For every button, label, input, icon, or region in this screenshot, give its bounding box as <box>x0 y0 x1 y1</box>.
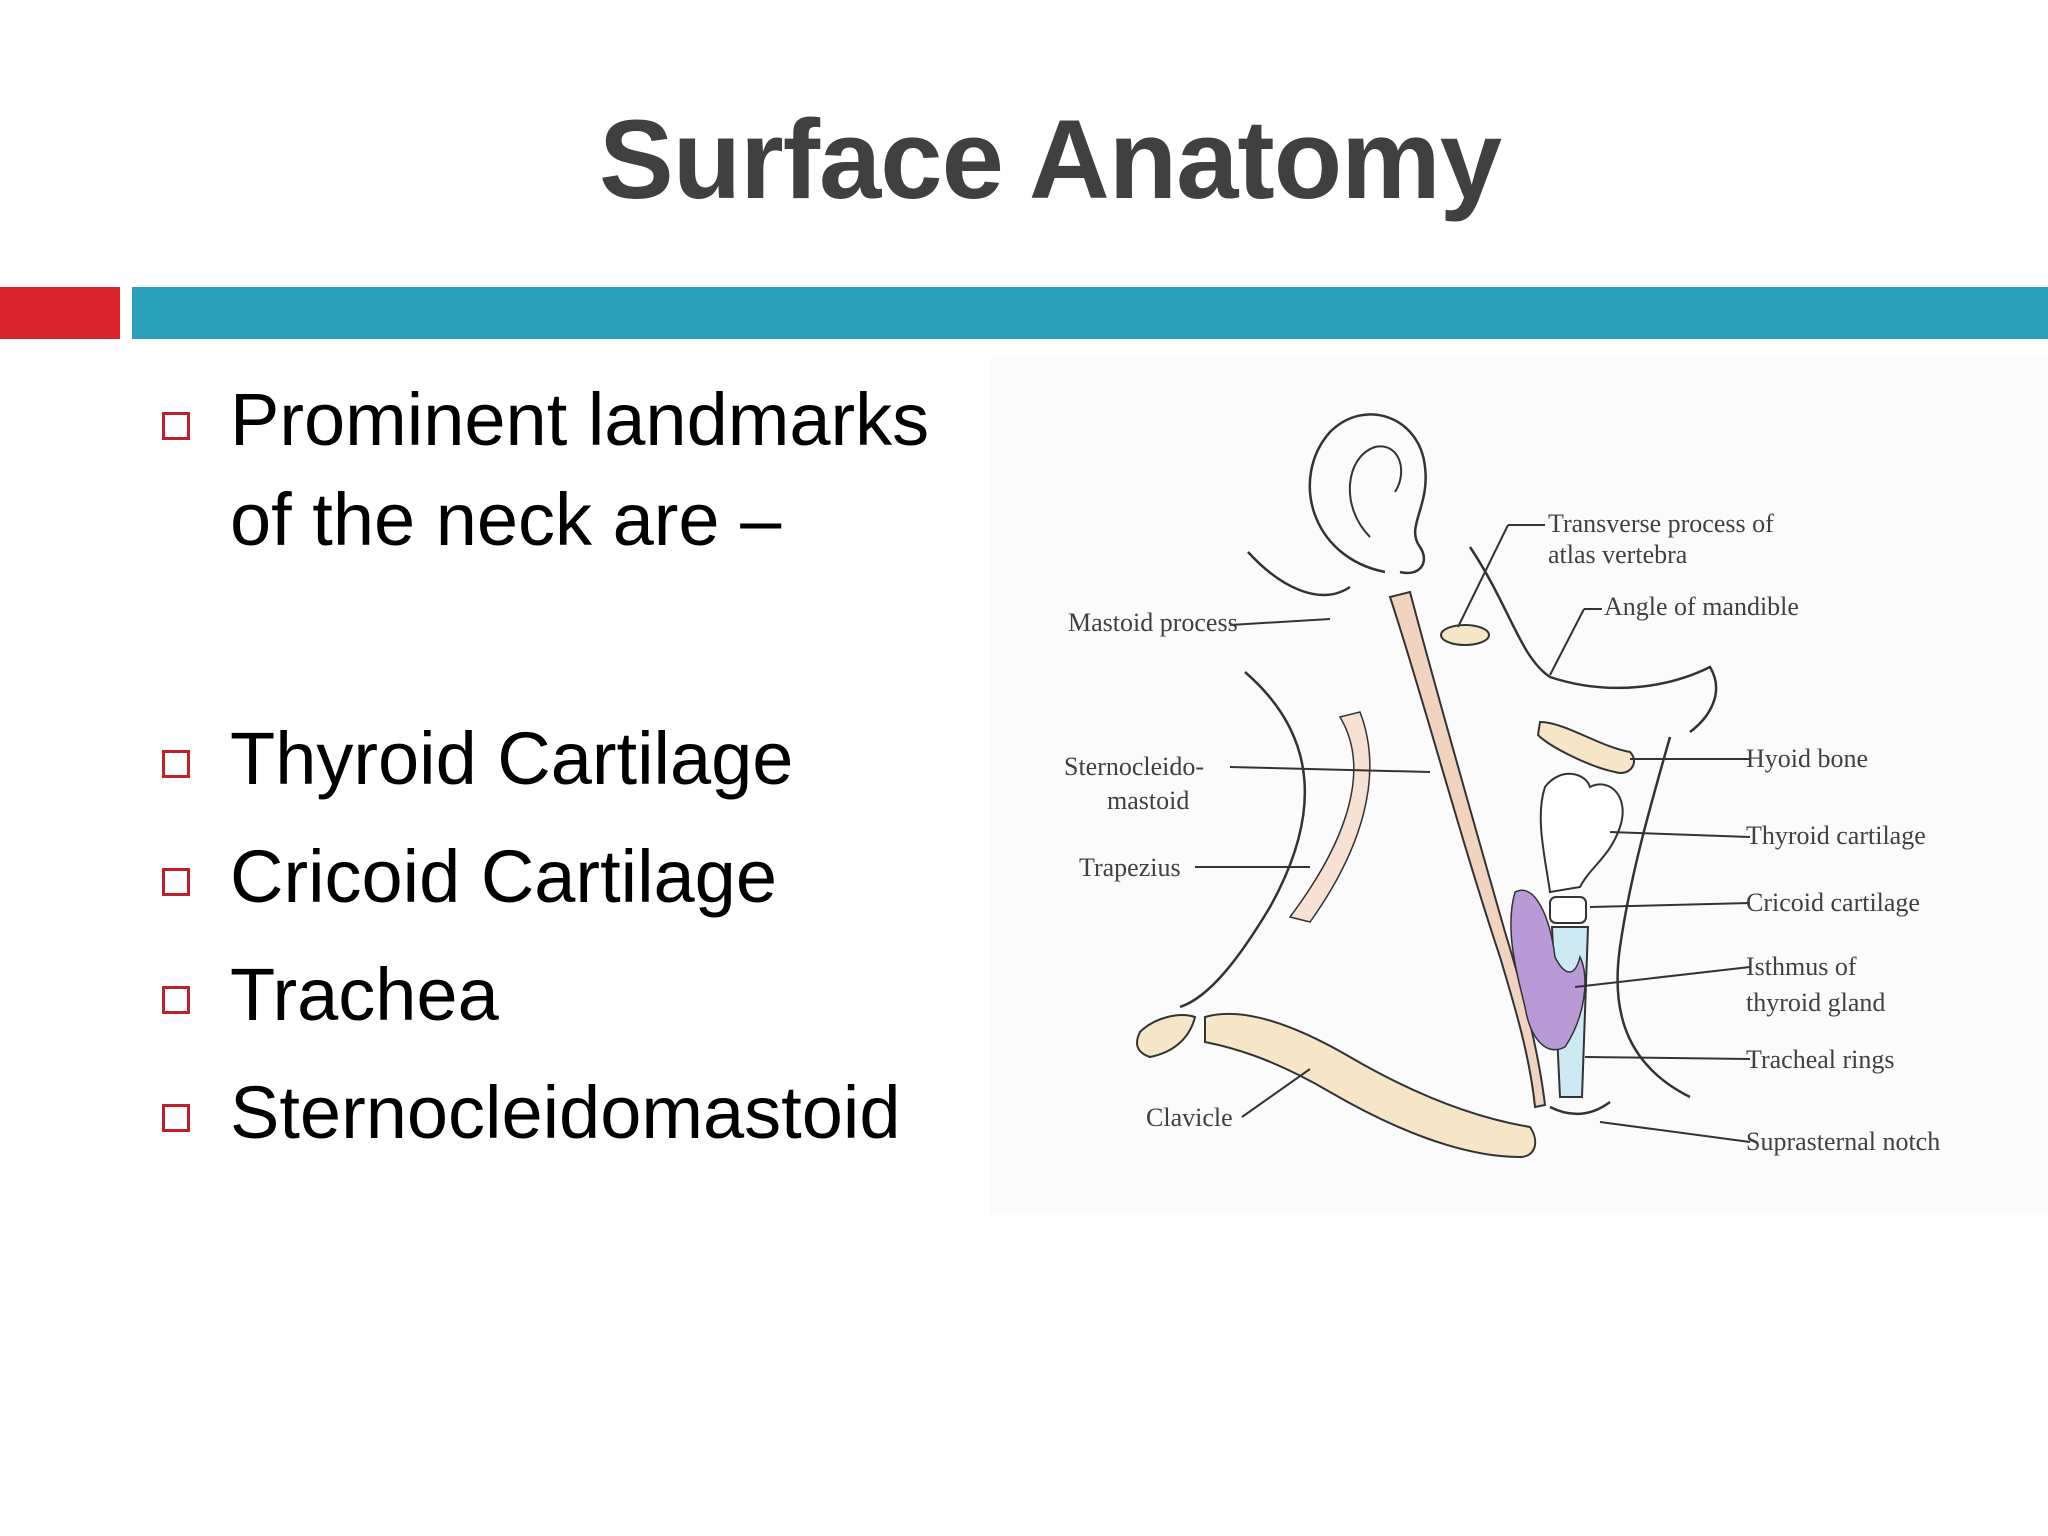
suprasternal-outline <box>1549 1100 1611 1116</box>
trapezius-outline <box>1179 671 1307 1009</box>
label-tracheal-rings: Tracheal rings <box>1746 1045 1895 1074</box>
neck-anatomy-illustration: Transverse process of atlas vertebra Ang… <box>1064 413 1940 1159</box>
trapezius-muscle <box>1288 711 1371 923</box>
bullet-item: Prominent landmarks of the neck are – <box>160 370 980 570</box>
clavicle-bone <box>1204 1013 1537 1159</box>
bullet-square-icon <box>162 750 190 778</box>
slide-title: Surface Anatomy <box>599 97 1502 222</box>
bullet-text: Sternocleidomastoid <box>230 1071 901 1154</box>
label-trapezius: Trapezius <box>1079 853 1181 882</box>
label-hyoid-bone: Hyoid bone <box>1746 744 1868 773</box>
hyoid-bone <box>1536 720 1635 774</box>
label-isthmus-1: Isthmus of <box>1746 952 1857 981</box>
label-sternocleidomastoid-2: mastoid <box>1107 786 1189 815</box>
ear-drawing <box>1308 413 1427 575</box>
label-transverse-process: Transverse process of <box>1548 509 1774 538</box>
bullet-square-icon <box>162 986 190 1014</box>
bullet-text: Cricoid Cartilage <box>230 835 777 918</box>
front-neck-outline <box>1616 736 1691 1099</box>
ear-inner-drawing <box>1349 445 1403 538</box>
bullet-text: Trachea <box>230 953 499 1036</box>
bullet-item: Thyroid Cartilage <box>160 700 980 818</box>
label-angle-of-mandible: Angle of mandible <box>1604 592 1799 621</box>
skull-outline <box>1247 551 1351 597</box>
sternocleidomastoid-muscle <box>1388 590 1547 1109</box>
thyroid-gland <box>1510 889 1586 1051</box>
label-sternocleidomastoid-1: Sternocleido- <box>1064 752 1204 781</box>
bullet-item: Trachea <box>160 936 980 1054</box>
label-clavicle: Clavicle <box>1146 1103 1233 1132</box>
bullet-item: Sternocleidomastoid <box>160 1054 980 1172</box>
leader-lines <box>1195 524 1751 1143</box>
label-isthmus-2: thyroid gland <box>1746 988 1885 1017</box>
label-atlas-vertebra: atlas vertebra <box>1548 540 1688 569</box>
bullet-square-icon <box>162 1104 190 1132</box>
cricoid-cartilage <box>1549 896 1587 924</box>
bullet-list: Prominent landmarks of the neck are – Th… <box>160 370 980 1172</box>
accent-bar-red <box>0 287 120 339</box>
label-thyroid-cartilage: Thyroid cartilage <box>1746 821 1926 850</box>
label-mastoid-process: Mastoid process <box>1068 608 1238 637</box>
bullet-text: Prominent landmarks of the neck are – <box>230 378 930 561</box>
accent-bar-teal <box>132 287 2048 339</box>
atlas-transverse-process <box>1440 624 1490 646</box>
jaw-outline <box>1468 546 1718 733</box>
bullet-item: Cricoid Cartilage <box>160 818 980 936</box>
bullet-square-icon <box>162 412 190 440</box>
thyroid-cartilage <box>1539 772 1624 894</box>
bullet-square-icon <box>162 868 190 896</box>
bullet-text: Thyroid Cartilage <box>230 717 794 800</box>
label-suprasternal-notch: Suprasternal notch <box>1746 1127 1940 1156</box>
neck-anatomy-figure: Transverse process of atlas vertebra Ang… <box>990 357 2048 1215</box>
label-cricoid-cartilage: Cricoid cartilage <box>1746 888 1920 917</box>
acromion-bone <box>1136 1014 1197 1059</box>
